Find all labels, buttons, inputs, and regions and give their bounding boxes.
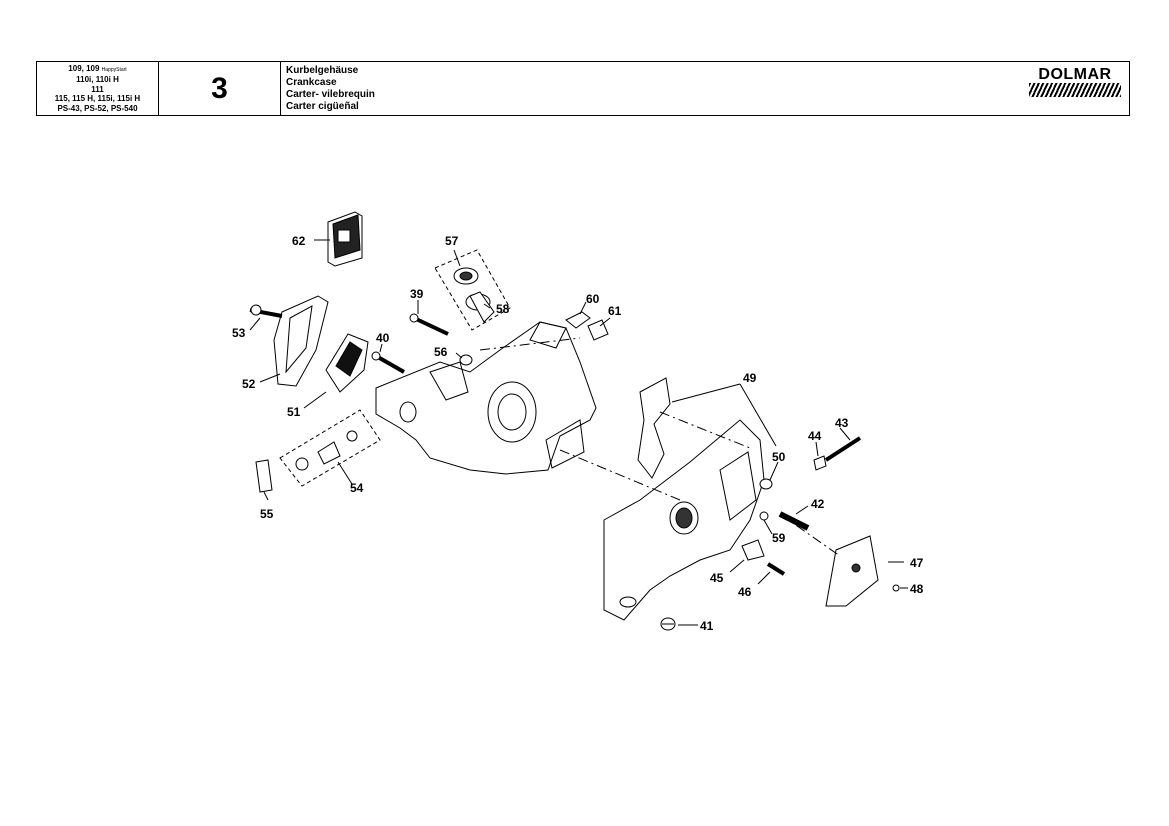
callout-48: 48 (910, 582, 924, 596)
title-en: Crankcase (286, 76, 337, 88)
callout-53: 53 (232, 326, 246, 340)
callout-39: 39 (410, 287, 424, 301)
part-51-plate (325, 333, 369, 393)
part-55-plate (255, 459, 273, 493)
part-47-plate (825, 535, 900, 607)
part-57-58-cap (434, 249, 511, 331)
callout-60: 60 (586, 292, 600, 306)
title-fr: Carter- vilebrequin (286, 88, 375, 100)
callout-51: 51 (287, 405, 301, 419)
brand-name: DOLMAR (1038, 66, 1112, 83)
section-titles: Kurbelgehäuse Crankcase Carter- vilebreq… (281, 62, 1129, 115)
callout-58: 58 (496, 302, 510, 316)
model-line-1: 109, 109 HappyStart (68, 63, 127, 73)
callout-54: 54 (350, 481, 364, 495)
callout-59: 59 (772, 531, 786, 545)
part-54-assembly (279, 409, 381, 487)
title-es: Carter cigüeñal (286, 100, 359, 112)
callout-45: 45 (710, 571, 724, 585)
callout-42: 42 (811, 497, 825, 511)
header-table: 109, 109 HappyStart 110i, 110i H 111 115… (36, 61, 1130, 116)
part-45-46 (741, 539, 786, 576)
callout-49: 49 (743, 371, 757, 385)
model-line-5: PS-43, PS-52, PS-540 (57, 103, 138, 113)
callout-47: 47 (910, 556, 924, 570)
part-41-screw (660, 617, 676, 631)
crankcase-body (375, 321, 597, 475)
brand-logo: DOLMAR (1029, 66, 1121, 97)
model-line-2: 110i, 110i H (76, 75, 119, 85)
callout-40: 40 (376, 331, 390, 345)
part-52-cover (249, 295, 329, 387)
callout-62: 62 (292, 234, 306, 248)
callout-44: 44 (808, 429, 822, 443)
part-39-screw (409, 313, 449, 336)
part-50-nut (759, 478, 773, 490)
callout-56: 56 (434, 345, 448, 359)
model-list: 109, 109 HappyStart 110i, 110i H 111 115… (37, 62, 159, 115)
callout-43: 43 (835, 416, 849, 430)
page-number: 3 (159, 62, 281, 115)
part-49-housing (603, 377, 765, 621)
callouts: 62 57 39 58 60 61 53 40 56 52 51 49 43 4… (232, 234, 924, 633)
part-42-59-stud (759, 511, 810, 531)
part-60-61-clips (565, 311, 609, 341)
assembly-lines (479, 337, 841, 557)
model-line-3: 111 (91, 84, 104, 94)
callout-57: 57 (445, 234, 459, 248)
callout-61: 61 (608, 304, 622, 318)
callout-55: 55 (260, 507, 274, 521)
callout-52: 52 (242, 377, 256, 391)
part-56-bushing (459, 354, 473, 366)
callout-41: 41 (700, 619, 714, 633)
callout-46: 46 (738, 585, 752, 599)
model-line-4: 115, 115 H, 115i, 115i H (54, 94, 141, 104)
part-40-screw (371, 351, 405, 374)
part-62-filter (327, 211, 363, 267)
title-de: Kurbelgehäuse (286, 64, 359, 76)
callout-50: 50 (772, 450, 786, 464)
part-43-44-screw (813, 436, 862, 471)
brand-stripes (1029, 83, 1121, 97)
